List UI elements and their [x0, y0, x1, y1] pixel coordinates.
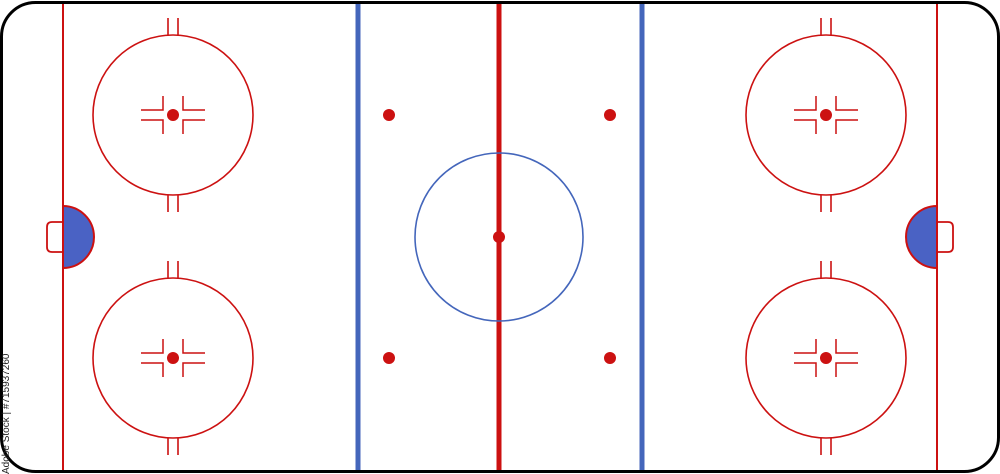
l-mark [835, 119, 858, 134]
neutral-faceoff-spot [604, 109, 616, 121]
faceoff-spot [820, 109, 832, 121]
faceoff-group [92, 261, 254, 455]
stock-id-watermark: Adobe Stock | #715937260 [1, 353, 12, 474]
faceoff-circle [745, 277, 907, 439]
l-mark [182, 119, 205, 134]
l-mark [835, 362, 858, 377]
faceoff-group [745, 261, 907, 455]
l-mark [794, 119, 817, 134]
center-faceoff-spot [493, 231, 505, 243]
neutral-faceoff-spot [604, 352, 616, 364]
faceoff-spot [167, 109, 179, 121]
l-mark [141, 96, 164, 111]
faceoff-spot [820, 352, 832, 364]
faceoff-group [745, 18, 907, 212]
l-mark [141, 339, 164, 354]
l-mark [835, 339, 858, 354]
goal-crease-left [62, 204, 95, 270]
goal-net-right [937, 221, 954, 253]
l-mark [182, 362, 205, 377]
faceoff-circle [92, 277, 254, 439]
l-mark [794, 96, 817, 111]
center-faceoff-circle [414, 152, 584, 322]
faceoff-group [92, 18, 254, 212]
l-mark [182, 96, 205, 111]
goal-crease-right [905, 204, 938, 270]
l-mark [794, 339, 817, 354]
neutral-faceoff-spot [383, 352, 395, 364]
l-mark [835, 96, 858, 111]
neutral-faceoff-spot [383, 109, 395, 121]
faceoff-spot [167, 352, 179, 364]
l-mark [182, 339, 205, 354]
goal-net-left [46, 221, 63, 253]
l-mark [794, 362, 817, 377]
l-mark [141, 119, 164, 134]
end-zone-faceoff-circles [92, 18, 907, 455]
faceoff-circle [745, 34, 907, 196]
faceoff-circle [92, 34, 254, 196]
l-mark [141, 362, 164, 377]
